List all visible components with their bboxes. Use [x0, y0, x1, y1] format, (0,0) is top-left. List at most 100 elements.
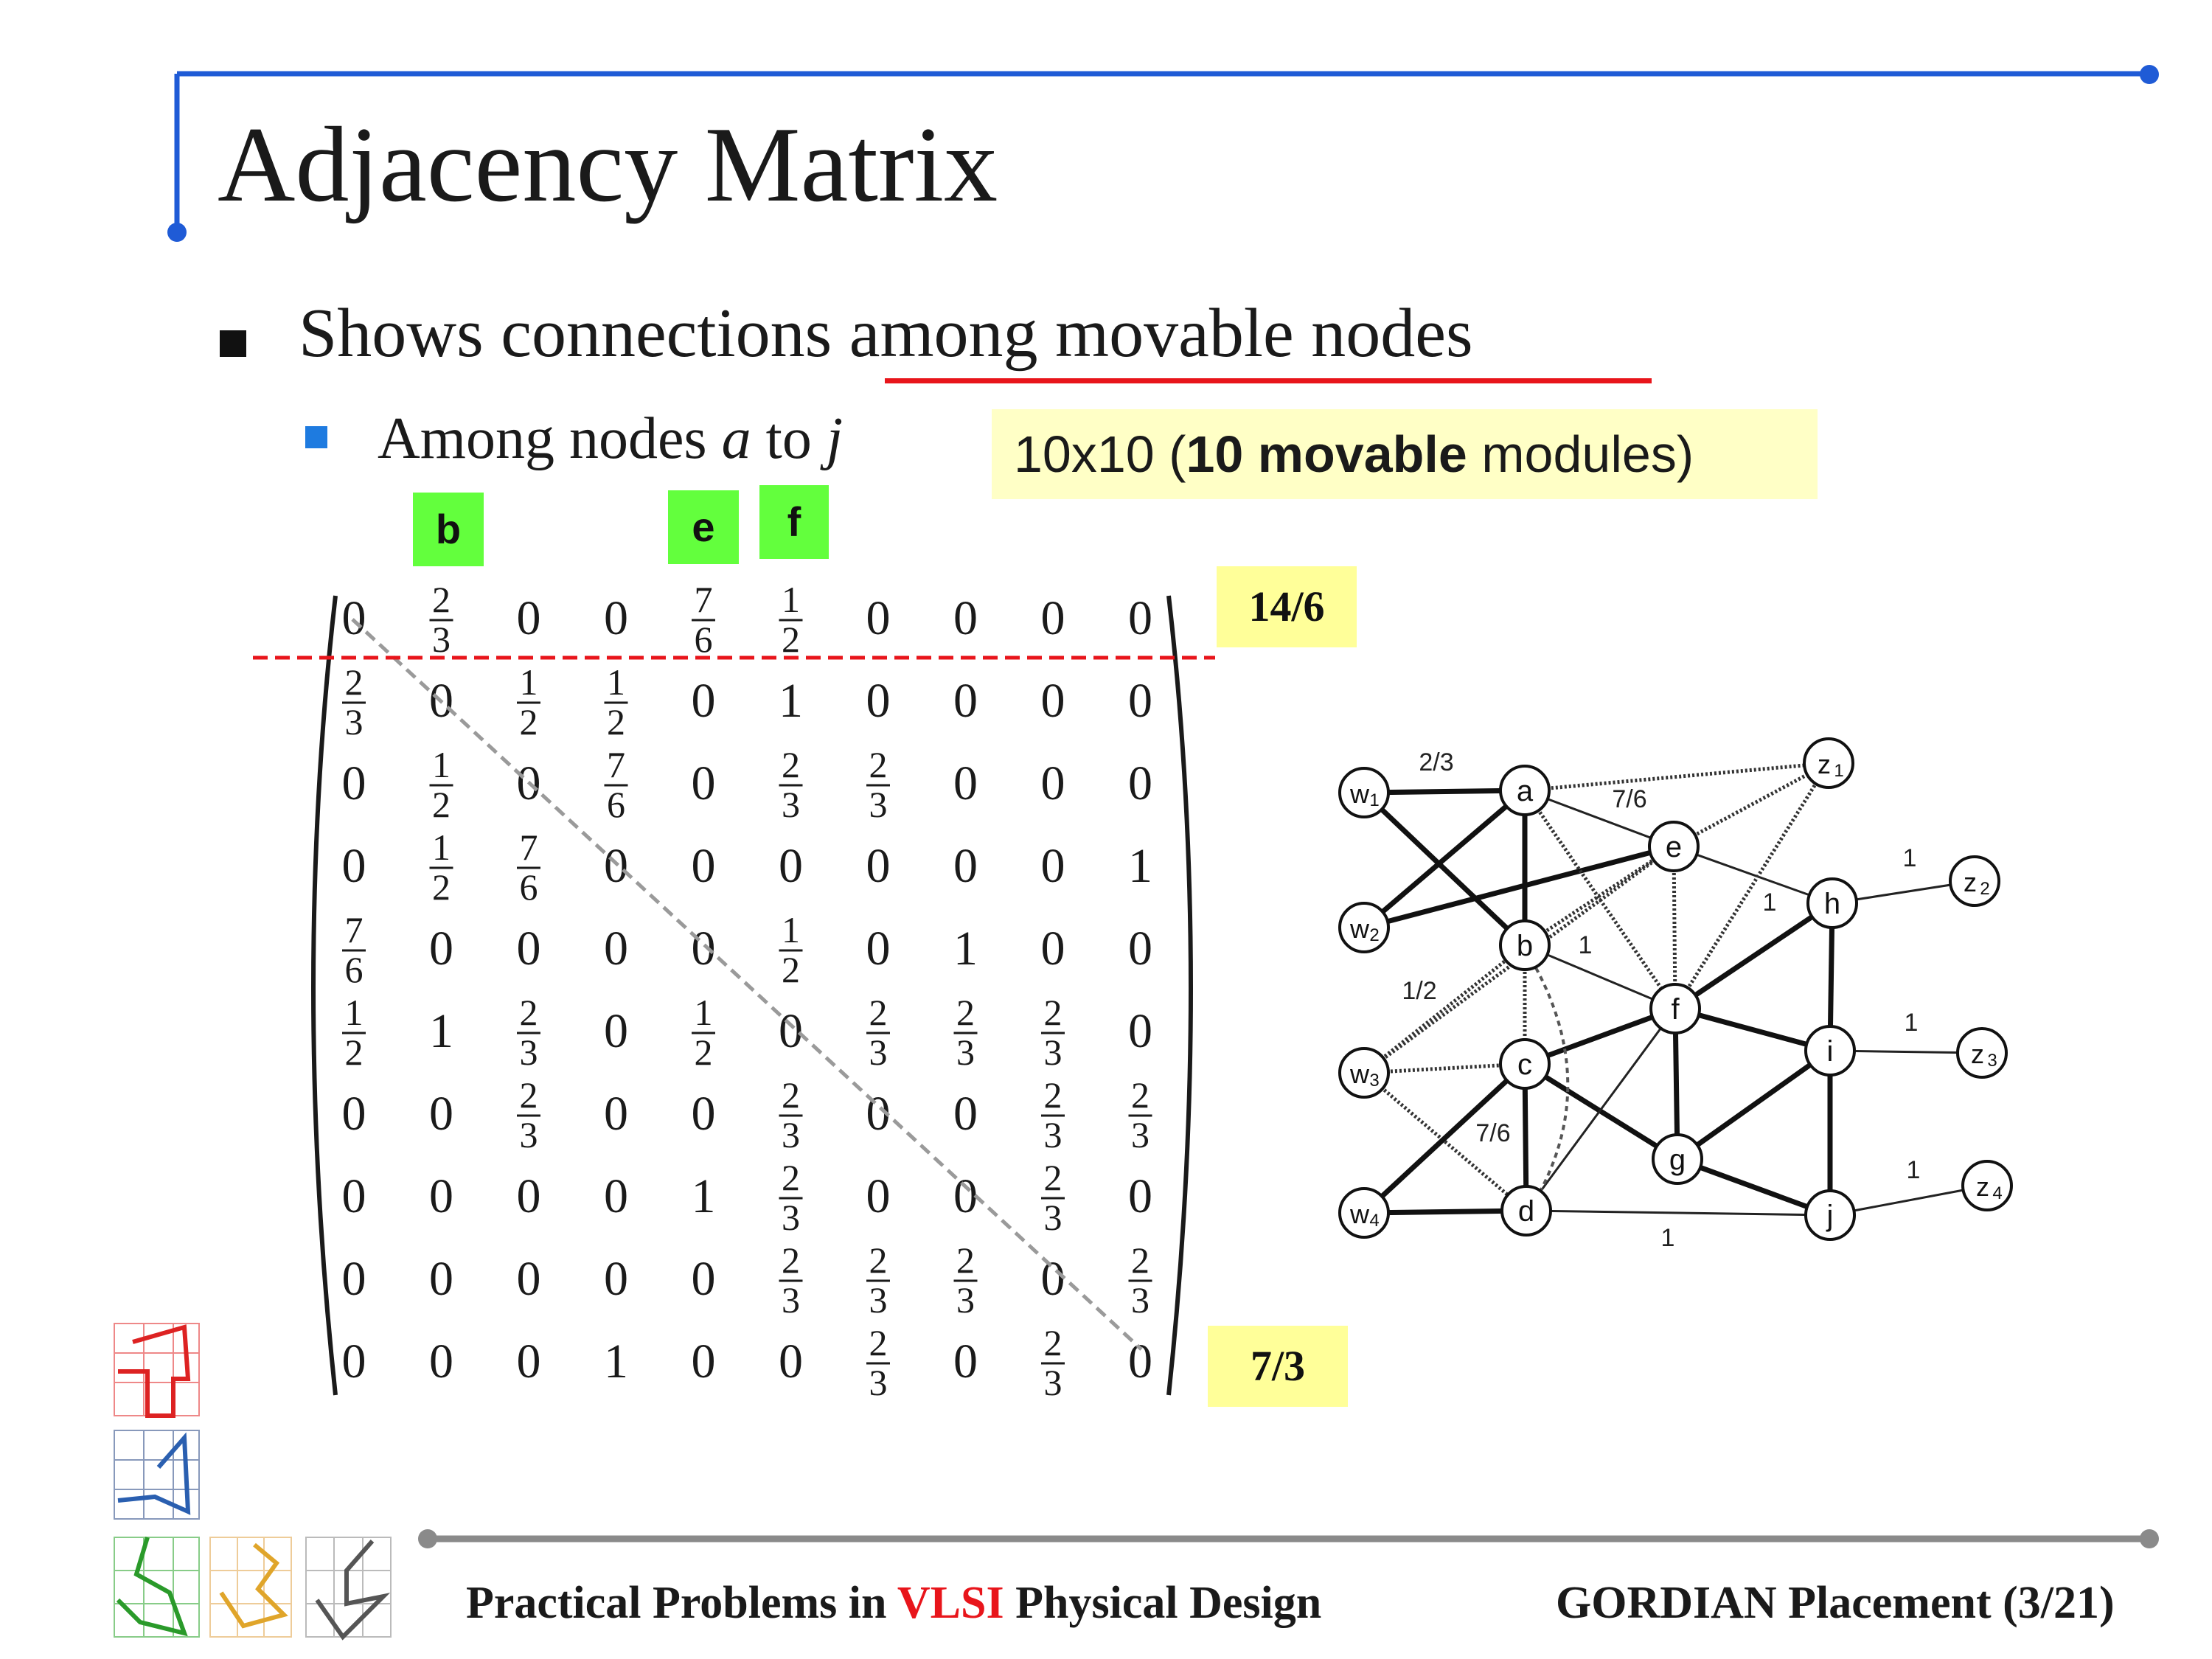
matrix-value: 0	[517, 1169, 541, 1223]
graph-node-subscript: 4	[1992, 1183, 2002, 1203]
matrix-denominator: 2	[782, 949, 800, 990]
graph-node-label: c	[1517, 1048, 1532, 1081]
matrix-numerator: 2	[432, 579, 451, 620]
matrix-cell: 23	[779, 744, 803, 825]
matrix-cell: 23	[429, 579, 453, 660]
graph-edge-a-e	[1524, 789, 1674, 848]
matrix-numerator: 2	[1044, 1074, 1062, 1116]
matrix-numerator: 2	[520, 992, 538, 1033]
bullet-sub: Among nodes a to j	[378, 406, 844, 471]
matrix-cell: 0	[429, 922, 453, 975]
matrix-value: 1	[1128, 839, 1152, 893]
matrix-value: 0	[779, 1004, 803, 1058]
matrix-cell: 12	[429, 827, 453, 908]
matrix-cell: 0	[429, 1087, 453, 1141]
graph-edge-f-i	[1674, 1006, 1831, 1054]
matrix-denominator: 3	[1131, 1279, 1150, 1321]
logo-path-green	[116, 1537, 188, 1637]
matrix-cell: 23	[1041, 1322, 1065, 1403]
matrix-numerator: 2	[869, 1239, 888, 1281]
graph-edge-label: 1	[1903, 844, 1917, 872]
matrix-value: 0	[1041, 922, 1065, 975]
matrix-cell: 0	[342, 839, 366, 893]
matrix-right-paren	[1166, 595, 1193, 1396]
graph-edge-a-z1	[1524, 761, 1829, 793]
matrix-cell: 0	[429, 1335, 453, 1388]
matrix-cell: 23	[866, 1239, 890, 1321]
matrix-numerator: 2	[782, 1157, 800, 1198]
graph-edge-d-j	[1526, 1209, 1831, 1217]
graph-node-subscript: 1	[1834, 761, 1843, 781]
matrix-value: 0	[866, 922, 891, 975]
matrix-denominator: 2	[607, 701, 625, 742]
matrix-value: 0	[953, 674, 978, 728]
matrix-cell: 0	[953, 757, 978, 810]
graph-edge-w2-e	[1363, 844, 1674, 931]
matrix-denominator: 3	[520, 1032, 538, 1073]
matrix-numerator: 7	[695, 579, 713, 620]
matrix-numerator: 1	[520, 661, 538, 703]
graph-node-label: a	[1517, 775, 1534, 807]
matrix-value: 1	[604, 1335, 628, 1388]
matrix-denominator: 3	[869, 784, 888, 825]
matrix-cell: 0	[517, 1335, 541, 1388]
matrix-value: 0	[604, 1169, 628, 1223]
graph-node-label: d	[1518, 1195, 1534, 1228]
graph-node-label: e	[1666, 831, 1682, 863]
matrix-value: 0	[953, 591, 978, 645]
matrix-denominator: 3	[782, 1197, 800, 1238]
matrix-denominator: 6	[607, 784, 625, 825]
logo-path-red	[118, 1324, 191, 1418]
graph-node-f: f	[1649, 983, 1701, 1034]
matrix-cell: 0	[1041, 674, 1065, 728]
bullet-square-icon	[220, 330, 246, 357]
matrix-denominator: 3	[869, 1362, 888, 1403]
matrix-numerator: 2	[956, 992, 975, 1033]
graph-node-subscript: 2	[1980, 879, 1989, 899]
matrix-value: 0	[1041, 757, 1065, 810]
matrix-left-paren	[311, 595, 338, 1396]
matrix-cell: 0	[604, 591, 628, 645]
matrix-cell: 23	[779, 1157, 803, 1238]
graph-edge-label: 2/3	[1419, 748, 1453, 776]
matrix-cell: 0	[517, 1169, 541, 1223]
matrix-numerator: 2	[1131, 1074, 1150, 1116]
matrix-value: 0	[692, 1252, 716, 1306]
graph-node-subscript: 3	[1369, 1071, 1379, 1091]
logo-path-yellow	[219, 1543, 288, 1629]
matrix-cell: 0	[866, 591, 891, 645]
matrix-cell: 0	[517, 591, 541, 645]
matrix-numerator: 1	[782, 579, 800, 620]
matrix-cell: 76	[517, 827, 540, 908]
bullet-main: Shows connections among movable nodes	[299, 295, 1473, 372]
matrix-cell: 0	[1128, 922, 1152, 975]
matrix-cell: 0	[342, 757, 366, 810]
matrix-value: 0	[953, 839, 978, 893]
graph-edge-f-d	[1525, 1008, 1677, 1211]
matrix-value: 0	[692, 922, 716, 975]
matrix-value: 0	[692, 839, 716, 893]
matrix-value: 0	[342, 1252, 366, 1306]
matrix-cell: 0	[692, 1087, 716, 1141]
matrix-cell: 0	[342, 1169, 366, 1223]
matrix-denominator: 2	[782, 619, 800, 660]
matrix-cell: 0	[1128, 1169, 1152, 1223]
matrix-cell: 23	[517, 1074, 540, 1155]
matrix-cell: 1	[953, 922, 978, 975]
matrix-value: 0	[692, 674, 716, 728]
graph-edge-b-f	[1524, 944, 1676, 1010]
matrix-cell: 23	[779, 1074, 803, 1155]
matrix-numerator: 1	[607, 661, 625, 703]
graph-edge-c-g	[1523, 1062, 1679, 1161]
matrix-value: 0	[1128, 1169, 1152, 1223]
graph-edge-w3-d	[1363, 1071, 1528, 1212]
diagonal-dashed-line	[351, 618, 1143, 1351]
graph-edge-w4-d	[1363, 1208, 1527, 1216]
